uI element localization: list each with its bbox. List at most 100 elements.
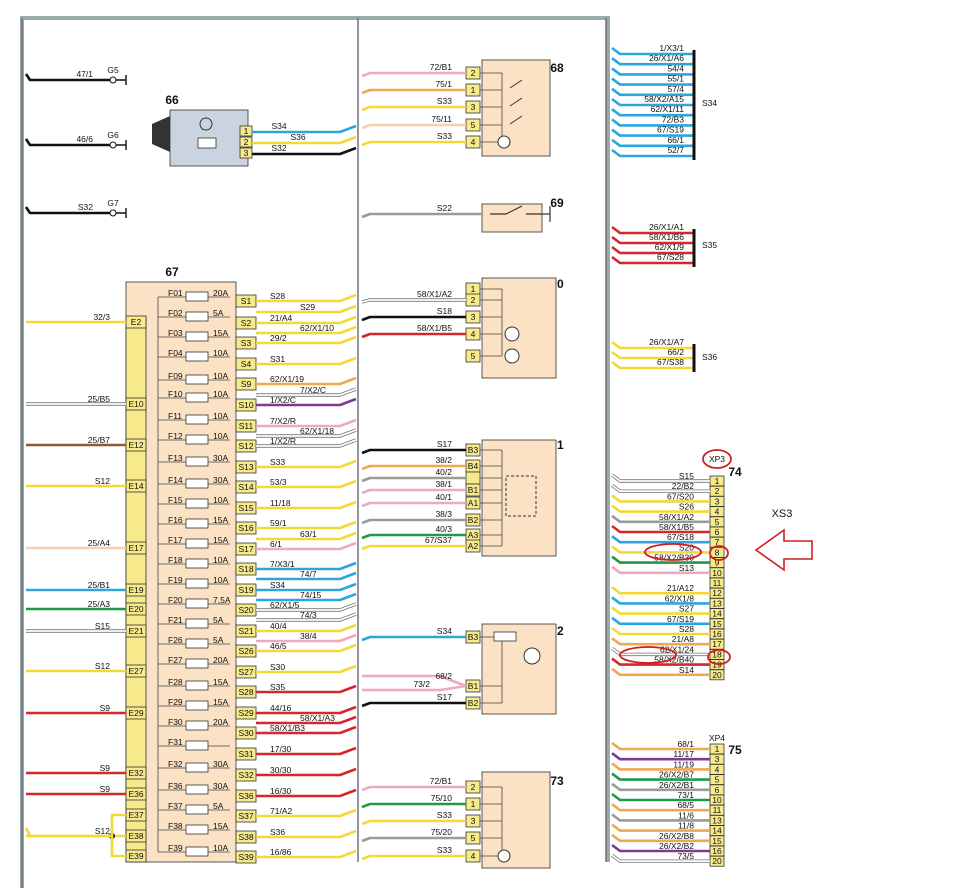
horn-wire-s34 — [252, 124, 357, 134]
splice-s34-wire-label: 58/X2/A15 — [644, 94, 684, 104]
xp4-pin-label: 16 — [712, 846, 722, 856]
switch-73-wire-label: 75/10 — [431, 793, 453, 803]
fuse-amp: 10A — [213, 495, 228, 505]
xp3-wire-label: S26 — [679, 502, 694, 512]
ground-wire-label: S32 — [78, 202, 93, 212]
fusebox-right-wire — [256, 459, 357, 469]
switch-73-wire — [361, 785, 466, 792]
fusebox-right-wire — [256, 582, 357, 592]
fuse-name: F32 — [168, 759, 183, 769]
xp3-wire — [611, 626, 710, 636]
fuse-element-icon — [185, 740, 209, 751]
xp3-wire-label: 67/S18 — [667, 532, 694, 542]
switch-71-wire — [361, 464, 466, 471]
fusebox-right-wire-label: S31 — [270, 354, 285, 364]
switch-contact-icon — [509, 79, 523, 125]
fusebox-right-pin-label: S1 — [241, 296, 252, 306]
component-number-68: 68 — [550, 61, 564, 75]
fuse-name: F21 — [168, 615, 183, 625]
fusebox-left-wire-label: S12 — [95, 476, 110, 486]
switch-69-body — [481, 203, 543, 233]
xp4-wire — [611, 833, 710, 843]
fuse-name: F17 — [168, 535, 183, 545]
fusebox-right-pin-label: S16 — [238, 523, 253, 533]
xp3-highlight — [702, 449, 732, 469]
xp3-wire — [611, 514, 710, 524]
wire-58-x2-b40-highlight — [619, 646, 677, 664]
fusebox-right-pin-label: S20 — [238, 605, 253, 615]
xp3-wire-label: 21/A8 — [672, 634, 694, 644]
splice-s35-wire — [611, 255, 694, 265]
fusebox-left-pin-label: E21 — [128, 626, 143, 636]
fuse-element-icon — [185, 680, 209, 691]
splice-s35-wire-label: 62/X1/9 — [655, 242, 685, 252]
fusebox-right-pin-label: S26 — [238, 646, 253, 656]
xp3-pin-label: 2 — [715, 486, 720, 496]
fusebox-right-wire-label: S33 — [270, 457, 285, 467]
fusebox-right-pin-label: S14 — [238, 482, 253, 492]
pin-19-highlight — [707, 649, 731, 665]
connector-xp3: 1S15222/B2367/S204S26558/X1/A2658/X1/B57… — [610, 449, 732, 681]
switch-68-pin-label: 4 — [471, 137, 476, 147]
fusebox-right-pin-label: S12 — [238, 441, 253, 451]
junction-wire-e39 — [110, 836, 126, 858]
fusebox-right-wire-label: 74/7 — [300, 569, 317, 579]
xp4-wire — [611, 772, 710, 781]
fuse-element-icon — [185, 434, 209, 445]
lamp-icon — [497, 849, 511, 863]
fusebox-right-wire — [256, 571, 357, 581]
fusebox-right-wire — [256, 746, 357, 756]
fusebox-right-wire — [256, 293, 357, 303]
switch-72-pin-label: B3 — [468, 632, 479, 642]
switch-68-wire-label: 75/1 — [435, 79, 452, 89]
fusebox-right-pin-label: S32 — [238, 770, 253, 780]
switch-71-wire-label: 40/1 — [435, 492, 452, 502]
xp3-wire-label: 58/X2/B40 — [654, 655, 694, 665]
xp3-wire — [611, 586, 710, 595]
fusebox-right-wire-label: 7/X2/C — [300, 385, 326, 395]
fuse-name: F26 — [168, 635, 183, 645]
fuse-amp: 10A — [213, 555, 228, 565]
fuse-element-icon — [185, 518, 209, 529]
xp3-wire — [611, 474, 710, 482]
fusebox-left-pin-label: E20 — [128, 604, 143, 614]
fuse-name: F02 — [168, 308, 183, 318]
fusebox-right-wire-label: 59/1 — [270, 518, 287, 528]
fusebox-left-pin-label: E37 — [128, 810, 143, 820]
splice-s36-wire — [611, 350, 694, 360]
xp3-pin-label: 6 — [715, 527, 720, 537]
xp3-wire — [611, 616, 710, 626]
switch-68-wire — [361, 88, 466, 95]
xp4-wire-label: 11/19 — [673, 759, 694, 769]
xp4-pin-label: 6 — [715, 785, 720, 795]
fusebox-left-pin-label: E12 — [128, 440, 143, 450]
xp3-pin-label: 8 — [715, 547, 720, 557]
ground-symbol-icon — [116, 75, 127, 85]
xp4-pin-label: 14 — [712, 826, 722, 836]
fusebox-right-pin-label: S21 — [238, 626, 253, 636]
fuse-element-icon — [185, 784, 209, 795]
ground-name: G7 — [107, 198, 119, 208]
fusebox-left-wire-label: 25/A3 — [88, 599, 110, 609]
fusebox-left-pin-label: E36 — [128, 789, 143, 799]
switch-71-pin-label: B2 — [468, 515, 479, 525]
fusebox-left-wire-label: 32/3 — [93, 312, 110, 322]
fusebox-right-wire-label: 11/18 — [270, 498, 291, 508]
fusebox-right-wire — [256, 561, 357, 571]
xp4-wire — [611, 813, 710, 822]
fusebox-right-wire — [256, 767, 357, 777]
xp3-label: XP3 — [709, 454, 725, 464]
horn-wire-label: S34 — [271, 121, 286, 131]
xp4-wire-label: 26/X2/B8 — [659, 831, 694, 841]
fusebox-left-wire-label: 25/B1 — [88, 580, 110, 590]
xp4-wire — [611, 854, 710, 863]
component-number-69: 69 — [550, 196, 564, 210]
fuse-amp: 20A — [213, 655, 228, 665]
horn-coil-icon — [197, 137, 217, 149]
fusebox-left-pin-label: E38 — [128, 831, 143, 841]
fusebox-right-wire-label: 21/A4 — [270, 313, 292, 323]
fuse-element-icon — [185, 351, 209, 362]
